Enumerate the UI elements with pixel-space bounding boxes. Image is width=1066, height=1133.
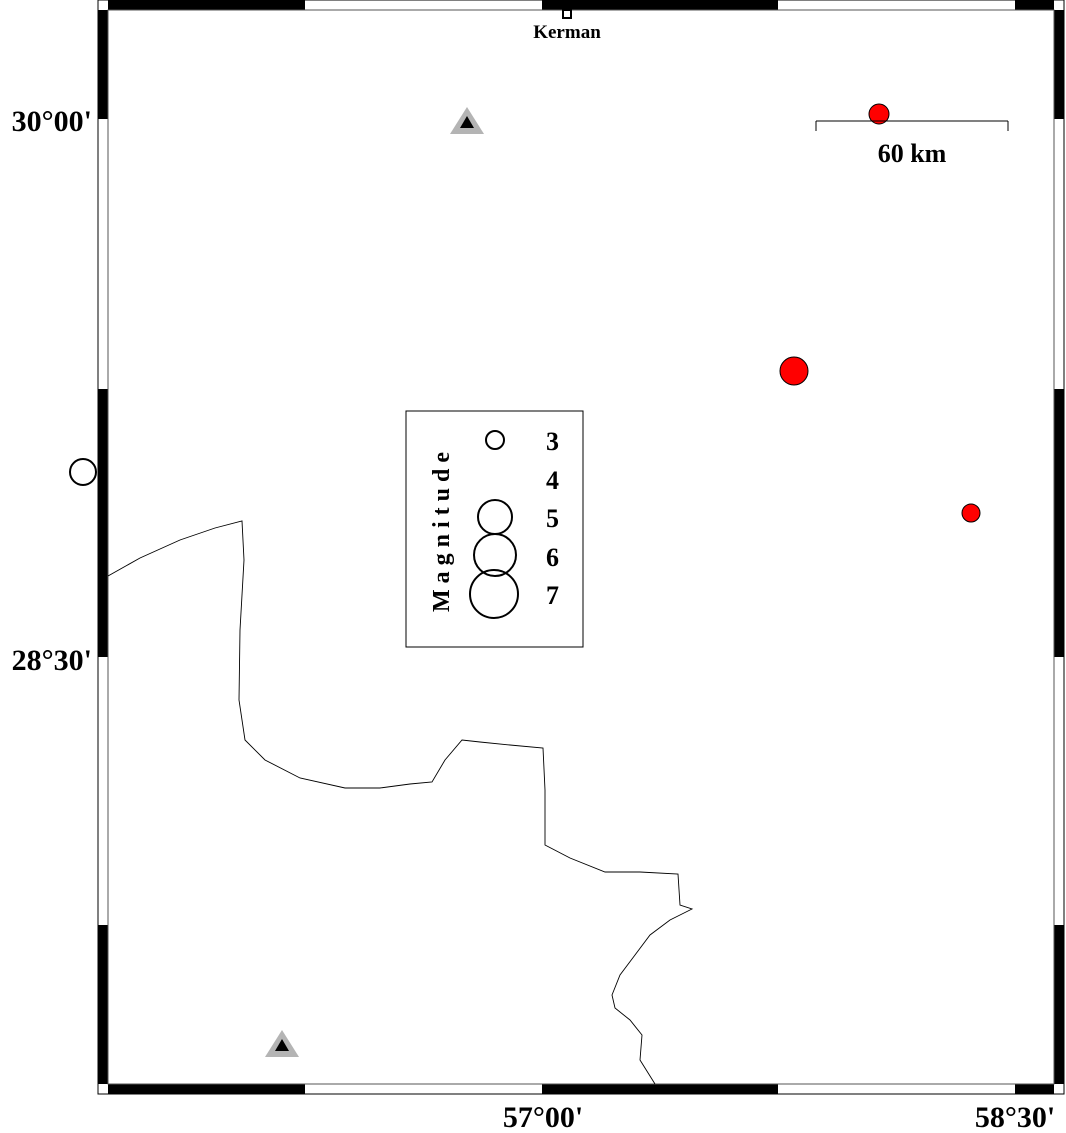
legend-symbol-7 — [469, 569, 519, 619]
frame-ticks — [98, 0, 1064, 1094]
map-frame-inner — [107, 9, 1055, 1085]
legend-label: 3 — [546, 427, 559, 456]
legend-label: 6 — [546, 543, 559, 572]
city-label: Kerman — [533, 22, 601, 43]
event-marker-outside[interactable] — [69, 458, 97, 486]
event-marker[interactable] — [779, 356, 809, 386]
lat-label: 30°00' — [12, 105, 92, 138]
event-marker[interactable] — [961, 503, 981, 523]
station-1[interactable] — [450, 107, 484, 134]
lon-label: 57°00' — [503, 1101, 583, 1133]
legend-label: 5 — [546, 504, 559, 533]
event-marker[interactable] — [868, 103, 890, 125]
triangle-icon — [275, 1039, 289, 1051]
square-icon — [562, 9, 572, 19]
lon-label: 58°30' — [975, 1101, 1055, 1133]
station-2[interactable] — [265, 1030, 299, 1057]
legend: Magnitude 3 4 5 6 7 — [405, 410, 584, 648]
triangle-icon — [460, 116, 474, 128]
legend-symbol-6 — [473, 533, 517, 577]
legend-title: Magnitude — [429, 446, 455, 612]
legend-label: 4 — [546, 466, 559, 495]
coastline — [107, 520, 694, 1085]
scale-bar — [815, 120, 1009, 131]
legend-label: 7 — [546, 581, 559, 610]
scale-bar-label: 60 km — [878, 139, 947, 168]
legend-symbol-3 — [485, 430, 505, 450]
lat-label: 28°30' — [12, 644, 92, 677]
